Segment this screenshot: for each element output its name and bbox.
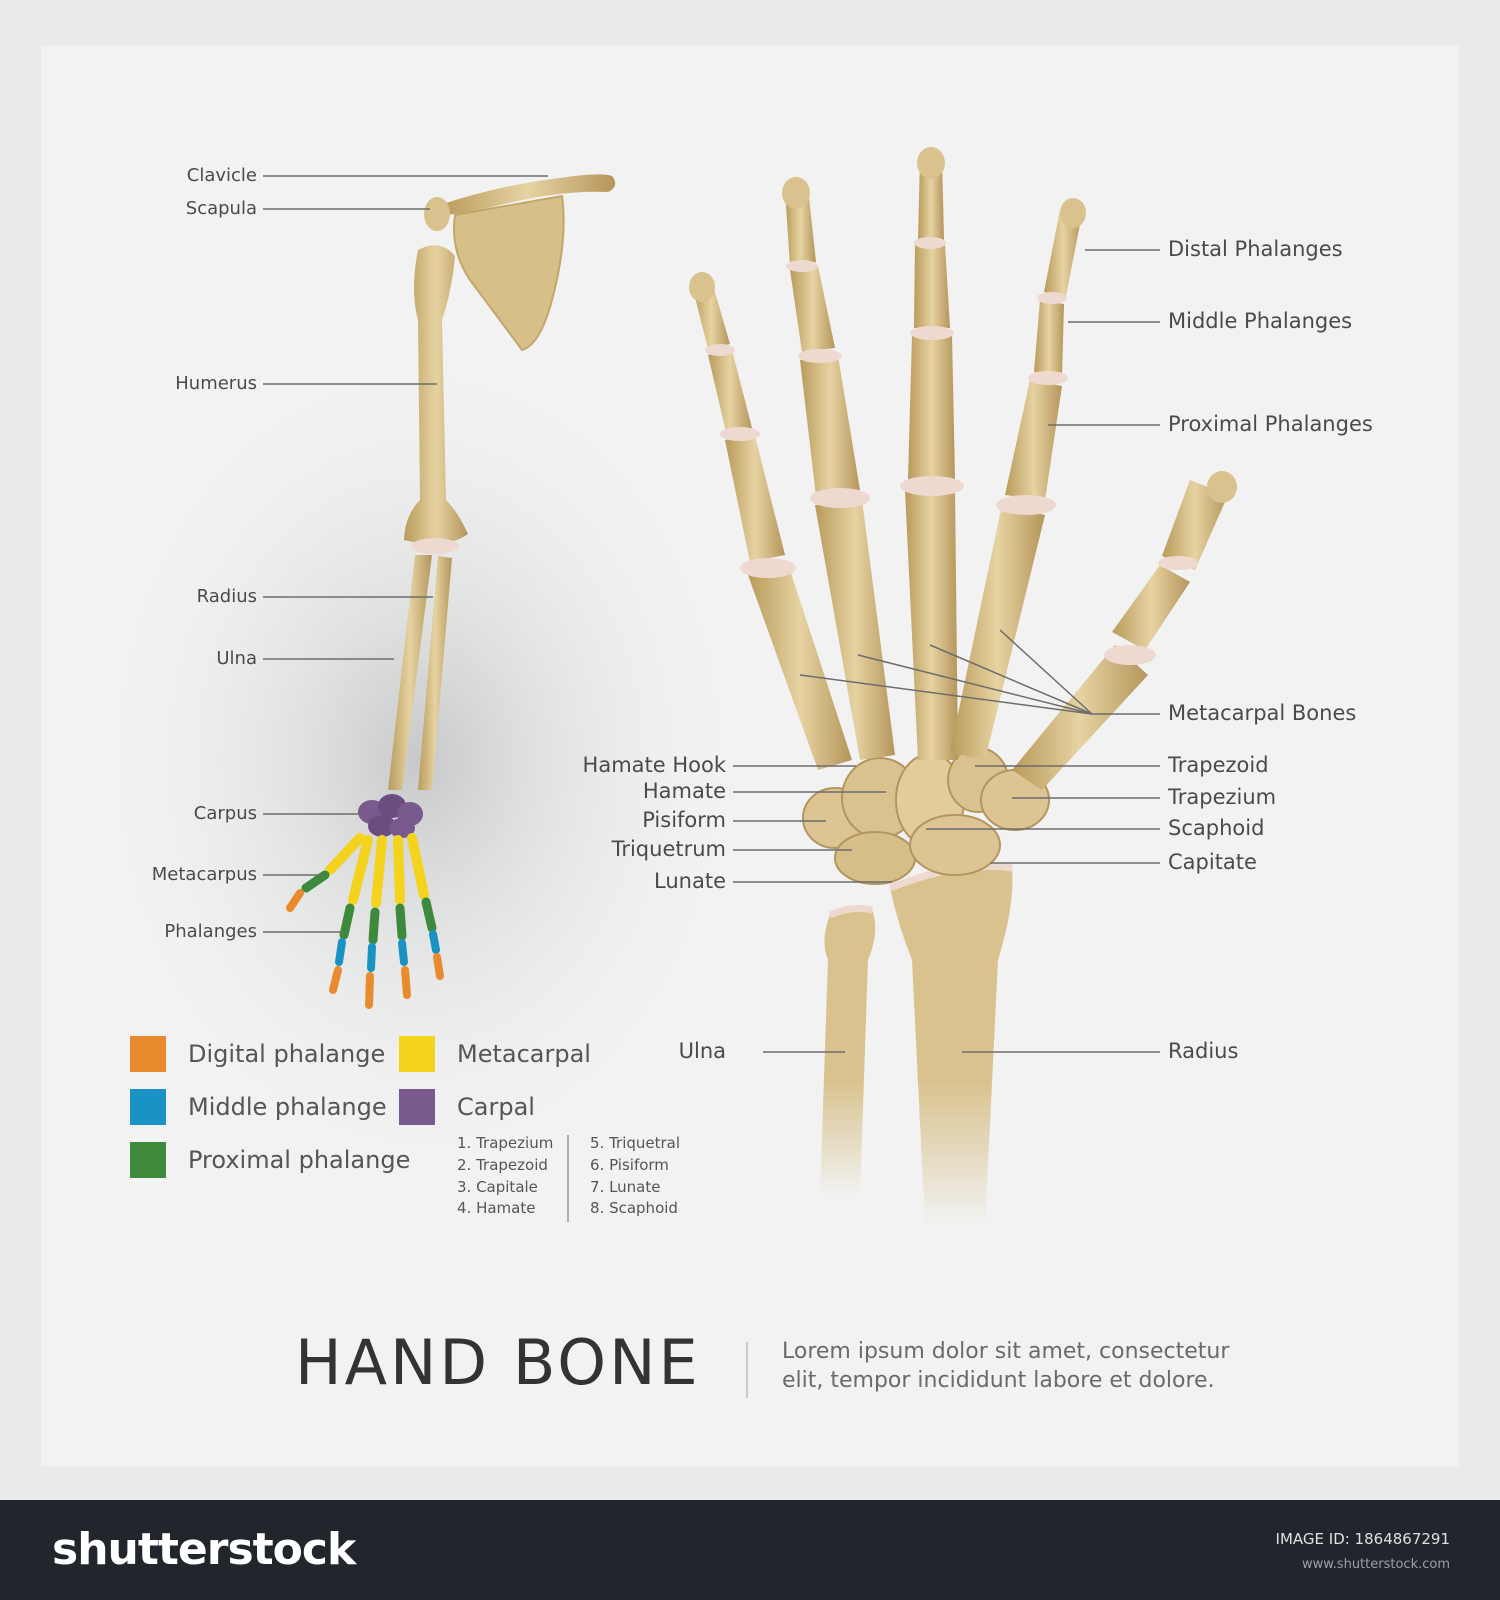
arm-leader-lines bbox=[263, 175, 548, 933]
label-capitate: Capitate bbox=[1168, 850, 1257, 874]
legend-label-carpal: Carpal bbox=[457, 1093, 535, 1121]
legend-label-digital: Digital phalange bbox=[188, 1040, 386, 1068]
label-radius: Radius bbox=[196, 586, 257, 607]
carpal-item: 3. Capitale bbox=[457, 1178, 538, 1196]
label-scaphoid: Scaphoid bbox=[1168, 816, 1265, 840]
hand-ulna-bone bbox=[820, 908, 876, 1195]
middle-phalange-bones bbox=[335, 930, 440, 972]
hand-radius-bone bbox=[890, 866, 1013, 1225]
site-url: www.shutterstock.com bbox=[1301, 1557, 1450, 1572]
label-ulna: Ulna bbox=[216, 648, 257, 669]
label-lunate: Lunate bbox=[654, 869, 726, 893]
legend-swatch-digital bbox=[130, 1036, 166, 1072]
hand-skeleton bbox=[689, 147, 1237, 1225]
label-middle-phalanges: Middle Phalanges bbox=[1168, 309, 1353, 333]
page-title: HAND BONE bbox=[295, 1326, 701, 1399]
legend-swatch-metacarpal bbox=[399, 1036, 435, 1072]
brand-logo: shutterstock bbox=[52, 1524, 356, 1575]
hand-fingertips bbox=[689, 147, 1237, 503]
scapula-bone bbox=[453, 194, 565, 352]
forearm-radius-bone bbox=[388, 555, 432, 790]
label-humerus: Humerus bbox=[175, 373, 257, 394]
label-distal-phalanges: Distal Phalanges bbox=[1168, 237, 1343, 261]
label-metacarpus: Metacarpus bbox=[151, 864, 257, 885]
legend-swatch-proximal bbox=[130, 1142, 166, 1178]
description-line-1: Lorem ipsum dolor sit amet, consectetur bbox=[782, 1339, 1230, 1364]
legend-label-middle: Middle phalange bbox=[188, 1093, 387, 1121]
description-line-2: elit, tempor incididunt labore et dolore… bbox=[782, 1368, 1215, 1393]
label-trapezium: Trapezium bbox=[1168, 785, 1277, 809]
legend-swatch-carpal bbox=[399, 1089, 435, 1125]
hand-metacarpal-bones bbox=[748, 490, 1148, 790]
legend-swatch-middle bbox=[130, 1089, 166, 1125]
label-proximal-phalanges: Proximal Phalanges bbox=[1168, 412, 1373, 436]
legend-label-metacarpal: Metacarpal bbox=[457, 1040, 591, 1068]
background-glow bbox=[90, 340, 750, 1180]
arm-skeleton bbox=[286, 174, 616, 1009]
proximal-phalange-bones bbox=[301, 870, 437, 945]
hand-leader-lines bbox=[733, 249, 1160, 1053]
title-divider bbox=[746, 1342, 748, 1398]
carpus-bones bbox=[358, 794, 423, 838]
carpal-item: 2. Trapezoid bbox=[457, 1156, 548, 1174]
humerus-bone bbox=[404, 245, 468, 544]
legend-label-proximal: Proximal phalange bbox=[188, 1146, 411, 1174]
label-hamate-hook: Hamate Hook bbox=[582, 753, 726, 777]
carpal-item: 8. Scaphoid bbox=[590, 1199, 678, 1217]
metacarpal-bones bbox=[325, 833, 429, 908]
label-triquetrum: Triquetrum bbox=[611, 837, 726, 861]
carpal-item: 5. Triquetral bbox=[590, 1134, 681, 1152]
forearm-ulna-bone bbox=[418, 556, 452, 790]
label-pisiform: Pisiform bbox=[642, 808, 726, 832]
shoulder-joint bbox=[424, 197, 450, 231]
label-phalanges: Phalanges bbox=[164, 921, 257, 942]
label-carpus: Carpus bbox=[193, 803, 257, 824]
carpal-item: 4. Hamate bbox=[457, 1199, 536, 1217]
label-trapezoid: Trapezoid bbox=[1168, 753, 1269, 777]
footer-bar: shutterstock IMAGE ID: 1864867291 www.sh… bbox=[0, 1500, 1500, 1600]
label-hand-radius: Radius bbox=[1168, 1039, 1239, 1063]
elbow-cartilage bbox=[411, 538, 459, 554]
label-hamate: Hamate bbox=[642, 779, 726, 803]
hand-joint-cartilage bbox=[705, 237, 1198, 665]
label-metacarpal-bones: Metacarpal Bones bbox=[1168, 701, 1357, 725]
label-clavicle: Clavicle bbox=[186, 165, 257, 186]
image-id: IMAGE ID: 1864867291 bbox=[1275, 1530, 1450, 1548]
distal-phalange-bones bbox=[286, 889, 444, 1009]
clavicle-bone bbox=[440, 174, 616, 215]
label-scapula: Scapula bbox=[185, 198, 257, 219]
hand-carpal-bones bbox=[802, 747, 1050, 885]
carpal-item: 6. Pisiform bbox=[590, 1156, 669, 1174]
carpal-item: 1. Trapezium bbox=[457, 1134, 554, 1152]
label-hand-ulna: Ulna bbox=[678, 1039, 726, 1063]
carpal-item: 7. Lunate bbox=[590, 1178, 661, 1196]
